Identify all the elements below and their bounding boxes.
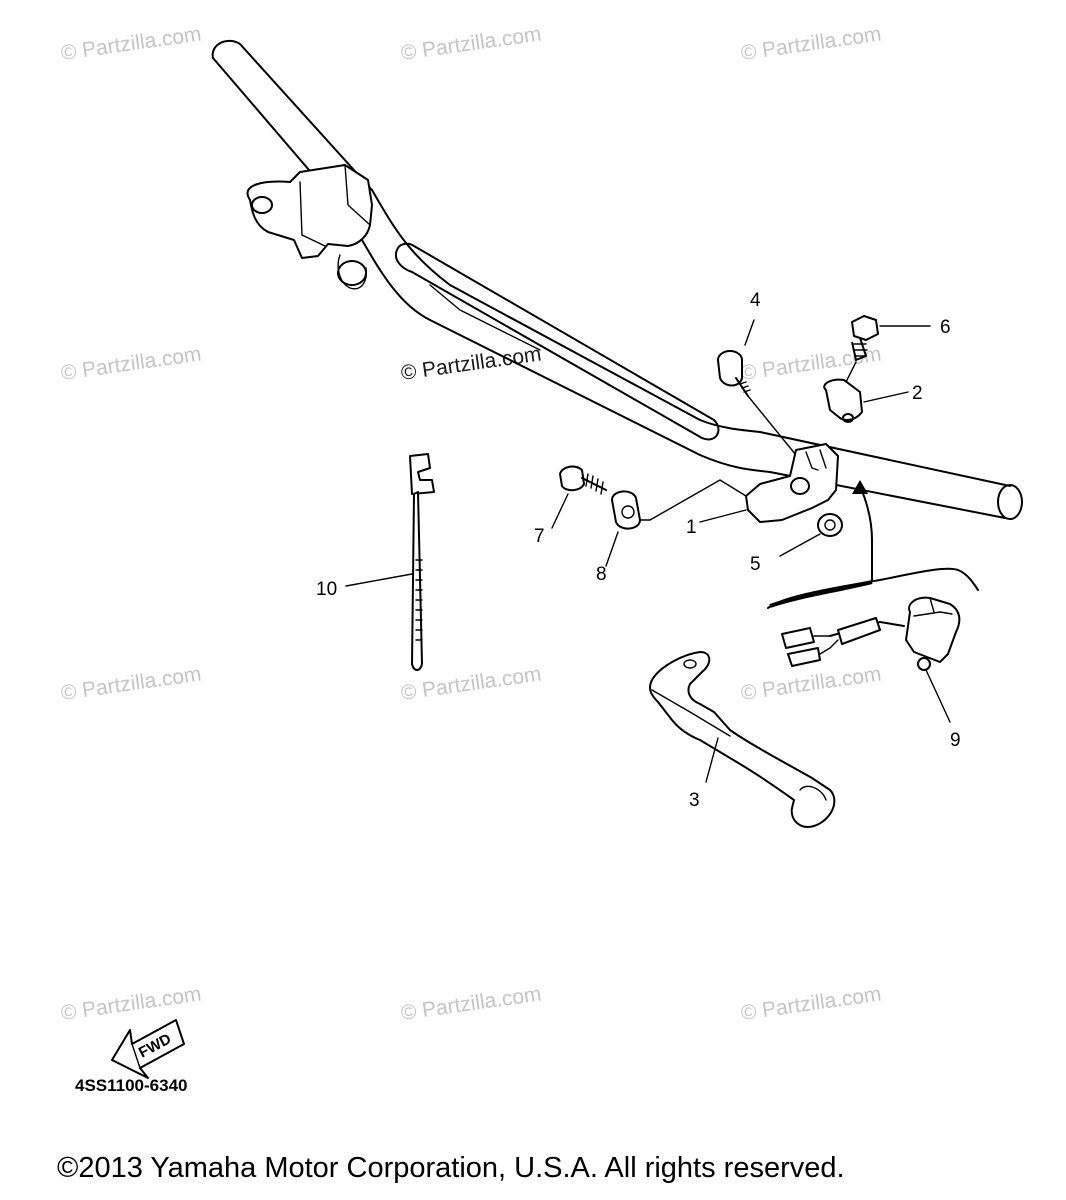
watermark: © Partzilla.com: [399, 22, 542, 64]
diagram-code: 4SS1100-6340: [75, 1076, 188, 1095]
callout-5: 5: [750, 554, 761, 575]
watermark-layer: © Partzilla.com © Partzilla.com © Partzi…: [59, 22, 882, 1024]
watermark: © Partzilla.com: [59, 342, 202, 384]
watermark: © Partzilla.com: [739, 22, 882, 64]
watermark: © Partzilla.com: [399, 342, 542, 384]
callout-6: 6: [940, 317, 951, 338]
callout-2: 2: [912, 383, 923, 404]
watermark: © Partzilla.com: [739, 662, 882, 704]
watermark: © Partzilla.com: [59, 982, 202, 1024]
watermark: © Partzilla.com: [59, 662, 202, 704]
callout-9: 9: [950, 730, 961, 751]
callout-4: 4: [750, 290, 761, 311]
callout-8: 8: [596, 564, 607, 585]
part-8-collar: [605, 490, 651, 567]
callout-labels: 1 2 3 4 5 6 7 8 9 10: [316, 290, 961, 811]
part-10-cable-tie: [345, 453, 435, 671]
watermark: © Partzilla.com: [739, 982, 882, 1024]
part-3-lever: [649, 651, 836, 828]
part-6-bolt: [845, 315, 931, 383]
part-4-bolt: [717, 319, 801, 461]
part-2-clamp: [823, 378, 909, 423]
watermark: © Partzilla.com: [399, 982, 542, 1024]
callout-10: 10: [316, 579, 337, 600]
copyright-notice: ©2013 Yamaha Motor Corporation, U.S.A. A…: [57, 1152, 845, 1184]
watermark: © Partzilla.com: [59, 22, 202, 64]
handlebar-illustration: [211, 39, 1023, 520]
callout-7: 7: [534, 526, 545, 547]
part-5-nut: [779, 513, 843, 557]
part-9-switch-assembly: [767, 480, 979, 723]
part-7-bolt: [551, 465, 607, 529]
callout-3: 3: [689, 790, 700, 811]
part-1-lever-holder: [649, 443, 839, 523]
callout-1: 1: [686, 517, 697, 538]
fwd-arrow-icon: FWD: [111, 1019, 185, 1079]
